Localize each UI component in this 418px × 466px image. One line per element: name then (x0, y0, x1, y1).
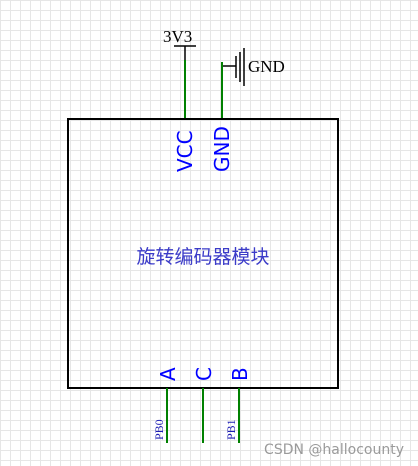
pin-label-c: C (192, 367, 216, 381)
pin-label-b: B (228, 367, 252, 381)
pin-label-gnd: GND (210, 126, 234, 172)
pin-label-vcc: VCC (173, 130, 197, 172)
net-label-pb1: PB1 (224, 419, 238, 440)
net-label-pb0: PB0 (152, 419, 166, 440)
watermark: CSDN @hallocounty (264, 442, 404, 458)
supply-label: 3V3 (163, 27, 192, 46)
pin-label-a: A (156, 367, 180, 381)
module-title: 旋转编码器模块 (136, 246, 269, 268)
ground-label: GND (248, 57, 285, 76)
